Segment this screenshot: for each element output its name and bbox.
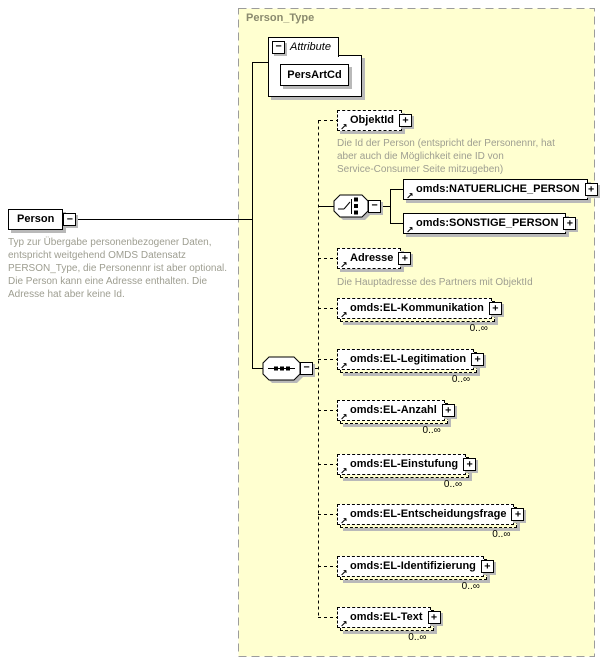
element-el-einstufung[interactable]: ↗ omds:EL-Einstufung +	[337, 454, 477, 478]
solid-connectors	[76, 62, 403, 369]
element-person[interactable]: Person −	[8, 209, 77, 230]
person-type-container	[238, 8, 595, 657]
element-el-kommunikation-label: omds:EL-Kommunikation	[350, 302, 484, 314]
expand-button-sonstige-person[interactable]: +	[563, 216, 577, 230]
element-el-entscheidungsfrage[interactable]: ↗ omds:EL-Entscheidungsfrage +	[337, 504, 525, 528]
element-el-einstufung-label: omds:EL-Einstufung	[350, 458, 459, 470]
expand-button-el-kommunikation[interactable]: +	[488, 301, 502, 315]
attribute-group-label: Attribute	[290, 41, 331, 53]
cardinality-label: 0..∞	[451, 374, 471, 385]
attribute-persartcd[interactable]: PersArtCd	[280, 64, 349, 86]
reference-arrow-icon: ↗	[340, 122, 348, 132]
attribute-group-tab[interactable]	[268, 37, 339, 57]
complex-type-label: Person_Type	[246, 12, 315, 24]
reference-arrow-icon: ↗	[406, 225, 414, 235]
reference-arrow-icon: ↗	[340, 361, 348, 371]
reference-arrow-icon: ↗	[340, 412, 348, 422]
cardinality-label: 0..∞	[422, 425, 441, 436]
element-sonstige-person-label: omds:SONSTIGE_PERSON	[416, 217, 559, 229]
element-el-entscheidungsfrage-label: omds:EL-Entscheidungsfrage	[350, 508, 507, 520]
expand-button-natuerliche-person[interactable]: +	[584, 182, 598, 196]
element-el-legitimation-label: omds:EL-Legitimation	[350, 353, 467, 365]
expand-button-el-text[interactable]: +	[427, 610, 441, 624]
reference-arrow-icon: ↗	[340, 568, 348, 578]
cardinality-label: 0..∞	[408, 632, 427, 643]
element-el-legitimation[interactable]: ↗ omds:EL-Legitimation +	[337, 349, 485, 373]
element-natuerliche-person-label: omds:NATUERLICHE_PERSON	[416, 183, 580, 195]
element-adresse-label: Adresse	[350, 252, 394, 264]
element-objektid-label: ObjektId	[350, 114, 395, 126]
reference-arrow-icon: ↗	[340, 466, 348, 476]
cardinality-label: 0..∞	[492, 529, 511, 540]
choice-connector-icon	[333, 194, 371, 220]
person-description: Typ zur Übergabe personenbezogener Daten…	[8, 237, 228, 300]
reference-arrow-icon: ↗	[340, 310, 348, 320]
cardinality-label: 0..∞	[469, 323, 488, 334]
reference-arrow-icon: ↗	[340, 619, 348, 629]
element-el-anzahl[interactable]: ↗ omds:EL-Anzahl +	[337, 400, 455, 424]
reference-arrow-icon: ↗	[406, 191, 414, 201]
expand-button-el-identifizierung[interactable]: +	[480, 559, 494, 573]
sequence-connector-icon	[262, 356, 303, 383]
reference-arrow-icon: ↗	[340, 516, 348, 526]
element-el-identifizierung[interactable]: ↗ omds:EL-Identifizierung +	[337, 556, 494, 580]
element-person-label: Person	[17, 213, 55, 225]
element-sonstige-person[interactable]: ↗ omds:SONSTIGE_PERSON +	[403, 213, 577, 235]
expand-button-el-legitimation[interactable]: +	[471, 352, 485, 366]
objektid-description: Die Id der Person (entspricht der Person…	[337, 138, 555, 175]
dashed-connectors	[318, 120, 338, 618]
expand-button-el-entscheidungsfrage[interactable]: +	[511, 507, 525, 521]
element-el-text[interactable]: ↗ omds:EL-Text +	[337, 607, 441, 631]
element-el-anzahl-label: omds:EL-Anzahl	[350, 404, 437, 416]
expand-button-adresse[interactable]: +	[398, 251, 412, 265]
element-objektid[interactable]: ↗ ObjektId +	[337, 110, 413, 132]
reference-arrow-icon: ↗	[340, 260, 348, 270]
element-natuerliche-person[interactable]: ↗ omds:NATUERLICHE_PERSON +	[403, 179, 598, 201]
expand-button-el-einstufung[interactable]: +	[463, 457, 477, 471]
collapse-button-choice[interactable]: −	[368, 200, 381, 213]
adresse-description: Die Hauptadresse des Partners mit Objekt…	[337, 277, 533, 288]
element-el-identifizierung-label: omds:EL-Identifizierung	[350, 560, 476, 572]
expand-button-el-anzahl[interactable]: +	[441, 403, 455, 417]
cardinality-label: 0..∞	[443, 479, 463, 490]
collapse-button-sequence[interactable]: −	[300, 362, 313, 375]
element-adresse[interactable]: ↗ Adresse +	[337, 248, 412, 270]
collapse-button-attributes[interactable]: −	[272, 41, 285, 54]
element-el-text-label: omds:EL-Text	[350, 611, 423, 623]
cardinality-label: 0..∞	[461, 581, 480, 592]
expand-button-objektid[interactable]: +	[399, 113, 413, 127]
element-el-kommunikation[interactable]: ↗ omds:EL-Kommunikation +	[337, 298, 502, 322]
collapse-button-person[interactable]: −	[63, 212, 77, 226]
